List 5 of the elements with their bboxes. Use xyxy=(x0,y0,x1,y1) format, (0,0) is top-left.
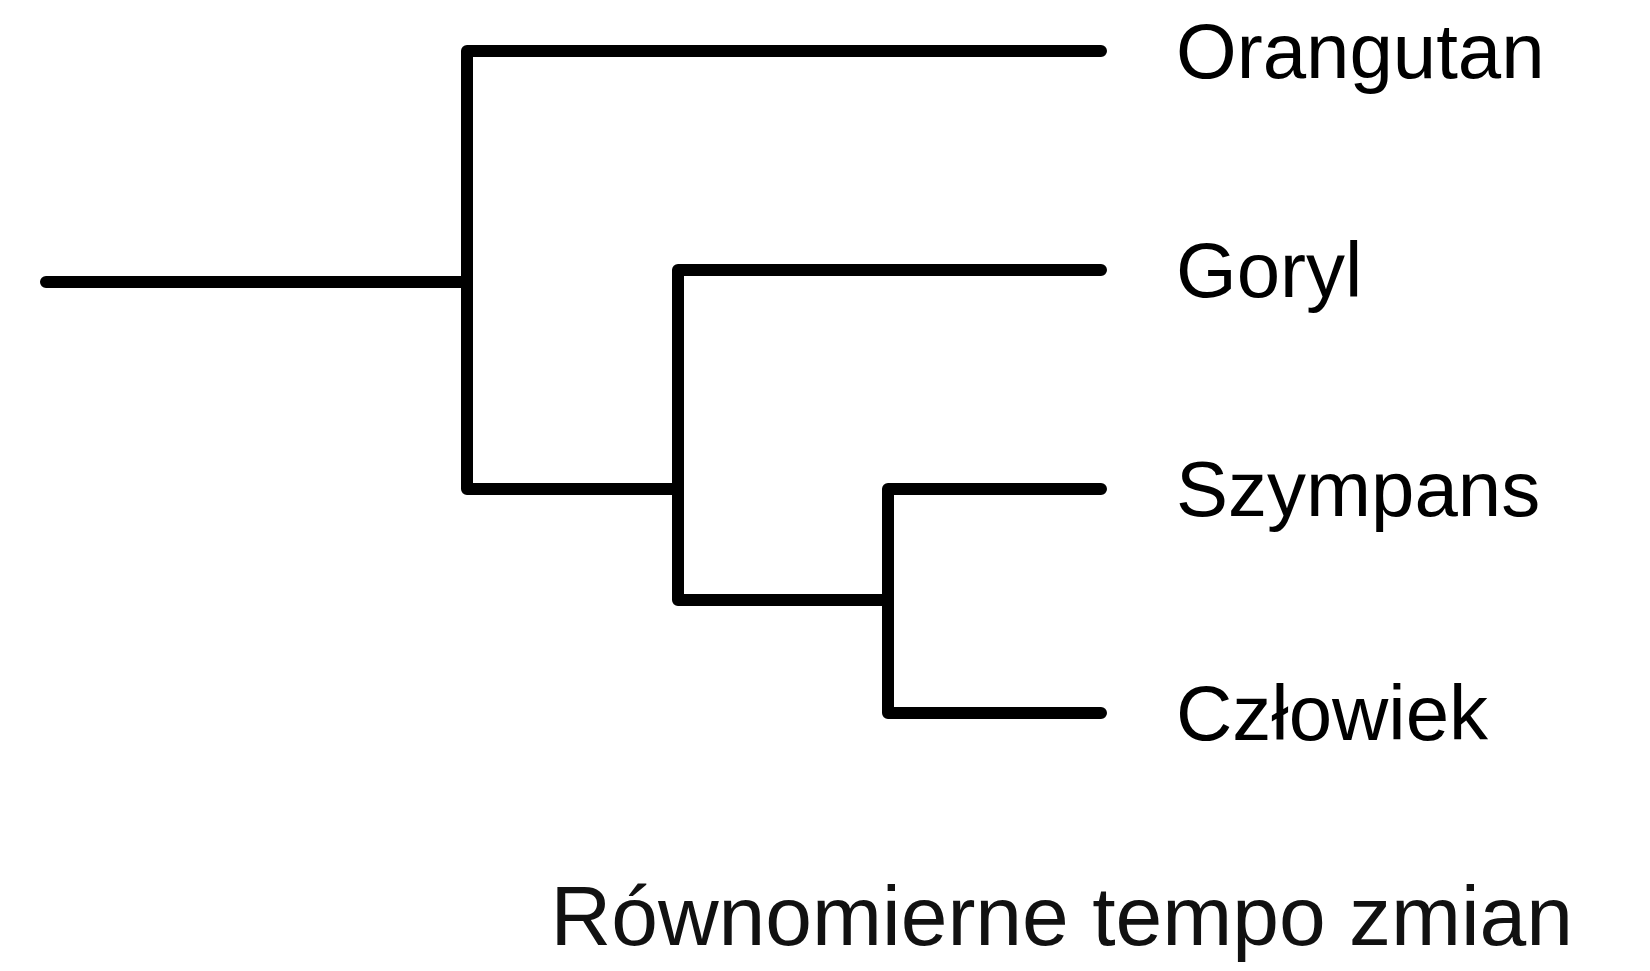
caption: Równomierne tempo zmian xyxy=(550,868,1573,964)
taxon-label: Szympans xyxy=(1176,444,1541,534)
taxon-label: Goryl xyxy=(1176,225,1363,315)
taxon-label: Człowiek xyxy=(1176,668,1489,758)
taxon-label: Orangutan xyxy=(1176,6,1545,96)
